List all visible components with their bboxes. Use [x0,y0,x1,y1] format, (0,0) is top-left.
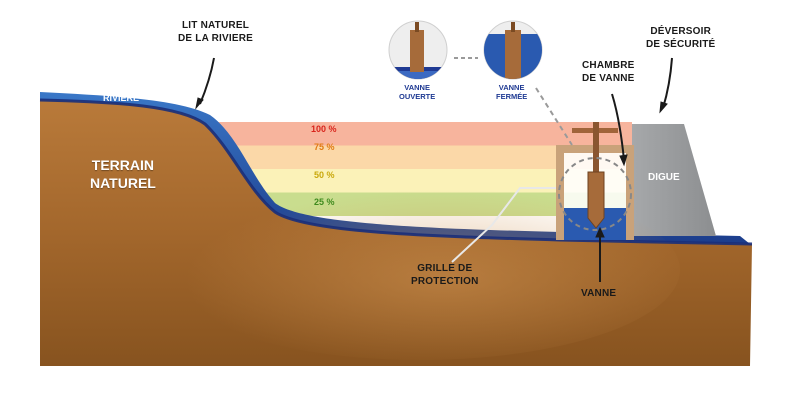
zoom-circle [558,157,632,231]
label-digue: DIGUE [648,172,680,183]
label-deversoir: DÉVERSOIR DE SÉCURITÉ [646,26,716,50]
valve-open-icon [388,20,448,80]
river-bed-line [39,98,753,246]
label-vanne-fermee: VANNE FERMÉE [496,83,528,102]
grille-line [451,187,557,263]
label-lit-naturel: LIT NATUREL DE LA RIVIERE [178,20,254,44]
level-label-50: 50 % [314,170,335,180]
level-label-25: 25 % [314,197,335,207]
label-terrain-naturel: TERRAIN NATUREL [90,157,156,191]
gate-valve-icon [572,122,618,229]
pointer-arrows [195,57,673,282]
level-band-100 [212,122,632,146]
label-vanne-ouverte: VANNE OUVERTE [399,83,436,102]
level-label-100: 100 % [311,124,337,134]
label-vanne: VANNE [581,288,617,299]
level-band-75 [212,145,632,169]
soil-highlight [160,180,680,360]
legend-connector [535,87,573,146]
level-label-75: 75 % [314,142,335,152]
label-riviere: RIVIÈRE [103,93,140,103]
valve-closed-icon [483,20,543,80]
reservoir-water [40,92,750,244]
label-chambre-vanne: CHAMBRE DE VANNE [582,60,635,84]
label-grille: GRILLE DE PROTECTION [411,263,479,287]
dike [632,124,716,236]
